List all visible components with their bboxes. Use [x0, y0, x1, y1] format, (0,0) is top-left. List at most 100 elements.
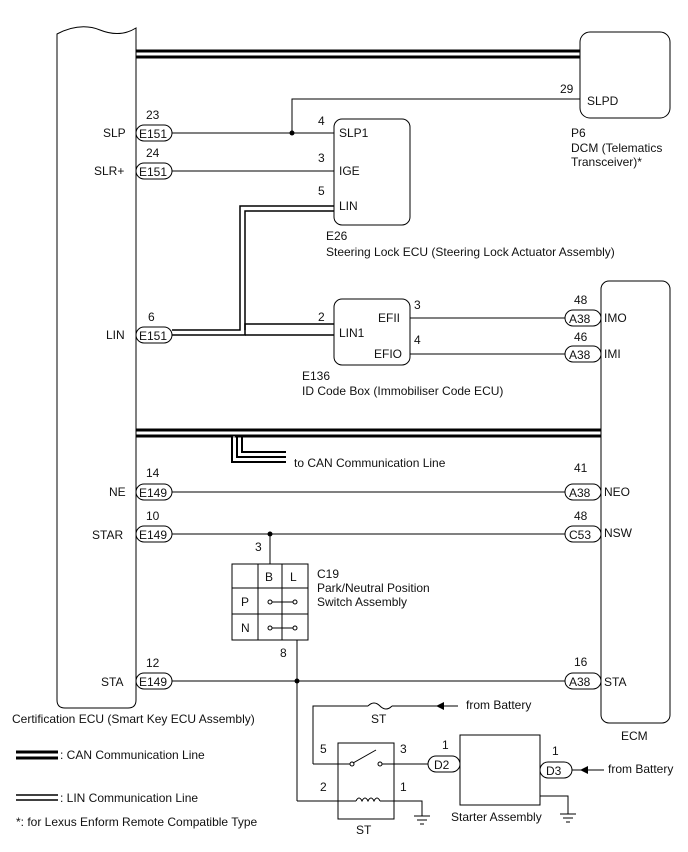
svg-text:C53: C53	[569, 528, 591, 542]
id-code-box-pin-4: 4	[414, 333, 421, 347]
ecm-box	[600, 280, 671, 724]
ecm-pin-imi: 46	[574, 330, 588, 344]
pnp-pin-bottom: 8	[280, 646, 287, 660]
dcm-pin: 29	[560, 82, 574, 96]
ground-relay	[394, 800, 430, 825]
pin-star: 10	[146, 509, 160, 523]
starter-label: Starter Assembly	[451, 810, 542, 824]
connector-e151-slr: E151	[135, 162, 173, 180]
steering-lock-pin-3: 3	[318, 151, 325, 165]
ecm-terminal-neo: NEO	[604, 485, 630, 499]
starter-box	[459, 734, 541, 806]
st-relay-pin-2: 2	[320, 780, 327, 794]
dcm-name-line1: DCM (Telematics	[571, 141, 662, 155]
st-relay	[337, 742, 395, 820]
ecm-terminal-imo: IMO	[604, 311, 627, 325]
svg-text:E151: E151	[139, 127, 167, 141]
ecm-pin-sta: 16	[574, 655, 588, 669]
id-code-box-pin-2: 2	[318, 310, 325, 324]
wire-star-nsw	[172, 531, 565, 564]
ecm-label: ECM	[621, 729, 648, 743]
ecm-pin-imo: 48	[574, 293, 588, 307]
steering-lock-name: Steering Lock ECU (Steering Lock Actuato…	[326, 245, 615, 259]
connector-e149-star: E149	[135, 525, 173, 543]
connector-e151-slp: E151	[135, 124, 173, 142]
steering-lock-terminal-ige: IGE	[339, 164, 360, 178]
pin-slr-plus: 24	[146, 146, 160, 160]
st-fuse	[312, 702, 458, 765]
certification-ecu-label: Certification ECU (Smart Key ECU Assembl…	[12, 712, 255, 726]
steering-lock-ecu-box	[333, 118, 411, 226]
ground-starter	[540, 795, 576, 823]
ecm-pin-nsw: 48	[574, 509, 588, 523]
can-bus-top	[136, 49, 580, 59]
terminal-slp: SLP	[103, 126, 126, 140]
pin-lin: 6	[148, 310, 155, 324]
pnp-switch	[231, 563, 309, 641]
legend-note: *: for Lexus Enform Remote Compatible Ty…	[16, 815, 258, 829]
st-relay-pin-3: 3	[400, 742, 407, 756]
svg-text:E149: E149	[139, 528, 167, 542]
connector-d3: D3	[539, 761, 573, 779]
terminal-star: STAR	[92, 528, 123, 542]
pin-slp: 23	[146, 108, 160, 122]
legend-can-symbol	[16, 750, 58, 760]
pnp-row-n: N	[241, 621, 250, 635]
svg-text:A38: A38	[569, 486, 591, 500]
battery-arrow-starter	[572, 766, 604, 774]
svg-text:A38: A38	[569, 348, 591, 362]
d2-pin: 1	[442, 738, 449, 752]
dcm-id: P6	[571, 126, 586, 140]
id-code-box	[333, 298, 411, 366]
legend-lin-symbol	[16, 794, 58, 801]
connector-c53-nsw: C53	[564, 525, 602, 543]
id-code-box-terminal-efio: EFIO	[374, 347, 402, 361]
can-branch-label: to CAN Communication Line	[294, 456, 446, 470]
connector-a38-imi: A38	[564, 345, 602, 363]
connector-e151-lin: E151	[135, 326, 173, 344]
ecm-terminal-sta: STA	[604, 675, 626, 689]
lin-bus	[172, 205, 334, 336]
certification-ecu-box	[56, 26, 137, 709]
connector-e149-ne: E149	[135, 483, 173, 501]
steering-lock-id: E26	[326, 229, 348, 243]
connector-a38-sta: A38	[564, 672, 602, 690]
svg-text:E149: E149	[139, 486, 167, 500]
pnp-pin-top: 3	[255, 540, 262, 554]
st-fuse-from: from Battery	[466, 698, 531, 712]
svg-text:E151: E151	[139, 329, 167, 343]
terminal-lin: LIN	[106, 328, 125, 342]
dcm-name-line2: Transceiver)*	[571, 155, 642, 169]
st-relay-pin-1: 1	[400, 780, 407, 794]
svg-text:A38: A38	[569, 675, 591, 689]
ecm-pin-neo: 41	[574, 461, 588, 475]
svg-text:D2: D2	[434, 758, 450, 772]
connector-a38-imo: A38	[564, 309, 602, 327]
pin-ne: 14	[146, 466, 160, 480]
terminal-slr-plus: SLR+	[94, 164, 124, 178]
svg-text:D3: D3	[546, 764, 562, 778]
ecm-terminal-imi: IMI	[604, 347, 621, 361]
st-relay-label: ST	[356, 823, 372, 837]
terminal-sta: STA	[101, 675, 123, 689]
st-relay-pin-5: 5	[320, 742, 327, 756]
legend-can: : CAN Communication Line	[60, 748, 205, 762]
wire-slp	[172, 98, 580, 136]
d3-pin: 1	[552, 744, 559, 758]
steering-lock-pin-4: 4	[318, 114, 325, 128]
st-fuse-label: ST	[371, 712, 387, 726]
pnp-col-l: L	[290, 570, 297, 584]
dcm-box	[579, 31, 671, 119]
pnp-id: C19	[317, 567, 339, 581]
id-code-box-terminal-lin1: LIN1	[339, 326, 365, 340]
id-code-box-name: ID Code Box (Immobiliser Code ECU)	[302, 384, 503, 398]
connector-d2: D2	[427, 755, 461, 773]
connector-e149-sta: E149	[135, 672, 173, 690]
ecm-terminal-nsw: NSW	[604, 526, 633, 540]
pnp-row-p: P	[241, 595, 249, 609]
steering-lock-pin-5: 5	[318, 184, 325, 198]
steering-lock-terminal-lin: LIN	[339, 199, 358, 213]
id-code-box-id: E136	[302, 369, 330, 383]
wire-sta	[172, 640, 565, 802]
